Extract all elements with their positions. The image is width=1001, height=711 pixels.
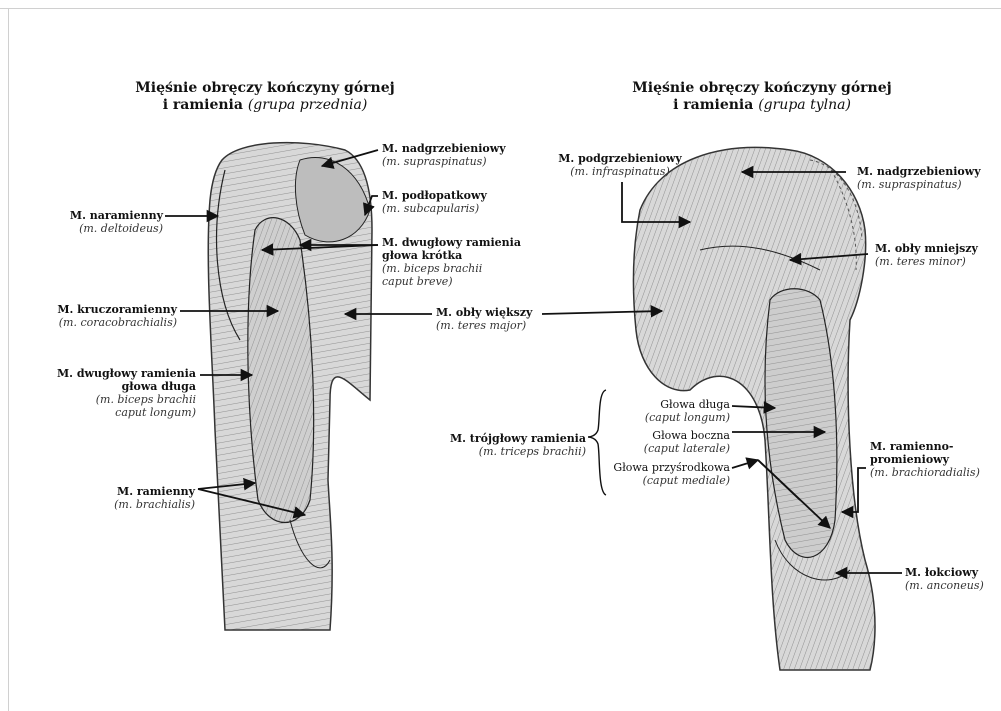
label-la: (m. subcapularis) xyxy=(382,202,487,215)
label-pl: M. podłopatkowy xyxy=(382,189,487,202)
label-anterior-subscapularis: M. podłopatkowy (m. subcapularis) xyxy=(382,189,487,215)
label-la: (caput laterale) xyxy=(610,442,730,455)
label-posterior-head-medial: Głowa przyśrodkowa (caput mediale) xyxy=(600,461,730,487)
label-pl: Głowa długa xyxy=(660,398,730,411)
label-anterior-biceps-long: M. dwugłowy ramienia głowa długa (m. bic… xyxy=(30,367,196,419)
label-la: (caput mediale) xyxy=(600,474,730,487)
anterior-title-line2: i ramienia xyxy=(163,97,243,113)
label-la: (m. coracobrachialis) xyxy=(20,316,177,329)
posterior-title: Mięśnie obręczy kończyny górnej i ramien… xyxy=(612,80,912,114)
label-pl: Głowa boczna xyxy=(652,429,730,442)
label-pl: głowa krótka xyxy=(382,249,521,262)
label-la: (m. deltoideus) xyxy=(20,222,163,235)
anterior-title-sub: (grupa przednia) xyxy=(248,97,367,113)
posterior-title-line2: i ramienia xyxy=(673,97,753,113)
label-la: (m. brachialis) xyxy=(60,498,195,511)
label-pl: M. łokciowy xyxy=(905,566,978,579)
label-pl: głowa długa xyxy=(30,380,196,393)
label-la: caput breve) xyxy=(382,275,521,288)
label-anterior-biceps-short: M. dwugłowy ramienia głowa krótka (m. bi… xyxy=(382,236,521,288)
label-posterior-infraspinatus: M. podgrzebieniowy (m. infraspinatus) xyxy=(545,152,695,178)
label-posterior-head-lateral: Głowa boczna (caput laterale) xyxy=(610,429,730,455)
label-la: (m. supraspinatus) xyxy=(382,155,506,168)
label-la: (m. infraspinatus) xyxy=(545,165,695,178)
label-pl: M. obły większy xyxy=(436,306,532,319)
label-pl: M. obły mniejszy xyxy=(875,242,978,255)
label-la: (m. triceps brachii) xyxy=(440,445,586,458)
label-pl: M. trójgłowy ramienia xyxy=(450,432,586,445)
label-pl: M. ramienno- xyxy=(870,440,980,453)
label-la: (m. biceps brachii xyxy=(30,393,196,406)
label-la: (m. biceps brachii xyxy=(382,262,521,275)
label-pl: M. podgrzebieniowy xyxy=(558,152,682,165)
label-anterior-deltoid: M. naramienny (m. deltoideus) xyxy=(20,209,163,235)
anterior-title-line1: Mięśnie obręczy kończyny górnej xyxy=(135,80,394,96)
label-la: (m. teres major) xyxy=(436,319,532,332)
label-la: (m. brachioradialis) xyxy=(870,466,980,479)
anterior-arm-illustration xyxy=(208,143,372,630)
label-pl: M. dwugłowy ramienia xyxy=(382,236,521,249)
label-pl: M. dwugłowy ramienia xyxy=(30,367,196,380)
label-anterior-brachialis: M. ramienny (m. brachialis) xyxy=(60,485,195,511)
label-posterior-supraspinatus: M. nadgrzebieniowy (m. supraspinatus) xyxy=(857,165,981,191)
label-pl: M. nadgrzebieniowy xyxy=(382,142,506,155)
label-anterior-coracobrachialis: M. kruczoramienny (m. coracobrachialis) xyxy=(20,303,177,329)
anterior-title: Mięśnie obręczy kończyny górnej i ramien… xyxy=(115,80,415,114)
label-posterior-anconeus: M. łokciowy (m. anconeus) xyxy=(905,566,984,592)
posterior-title-line1: Mięśnie obręczy kończyny górnej xyxy=(632,80,891,96)
label-anterior-supraspinatus: M. nadgrzebieniowy (m. supraspinatus) xyxy=(382,142,506,168)
label-la: caput longum) xyxy=(30,406,196,419)
label-la: (m. anconeus) xyxy=(905,579,984,592)
label-posterior-triceps: M. trójgłowy ramienia (m. triceps brachi… xyxy=(440,432,586,458)
label-pl: Głowa przyśrodkowa xyxy=(613,461,730,474)
label-posterior-head-long: Głowa długa (caput longum) xyxy=(610,398,730,424)
label-pl: M. ramienny xyxy=(117,485,195,498)
label-posterior-brachioradialis: M. ramienno- promieniowy (m. brachioradi… xyxy=(870,440,980,479)
label-la: (caput longum) xyxy=(610,411,730,424)
label-anterior-teres-major: M. obły większy (m. teres major) xyxy=(436,306,532,332)
label-pl: M. kruczoramienny xyxy=(57,303,177,316)
label-la: (m. supraspinatus) xyxy=(857,178,981,191)
label-pl: promieniowy xyxy=(870,453,980,466)
posterior-title-sub: (grupa tylna) xyxy=(758,97,851,113)
label-la: (m. teres minor) xyxy=(875,255,978,268)
label-pl: M. naramienny xyxy=(70,209,163,222)
label-pl: M. nadgrzebieniowy xyxy=(857,165,981,178)
label-posterior-teres-minor: M. obły mniejszy (m. teres minor) xyxy=(875,242,978,268)
